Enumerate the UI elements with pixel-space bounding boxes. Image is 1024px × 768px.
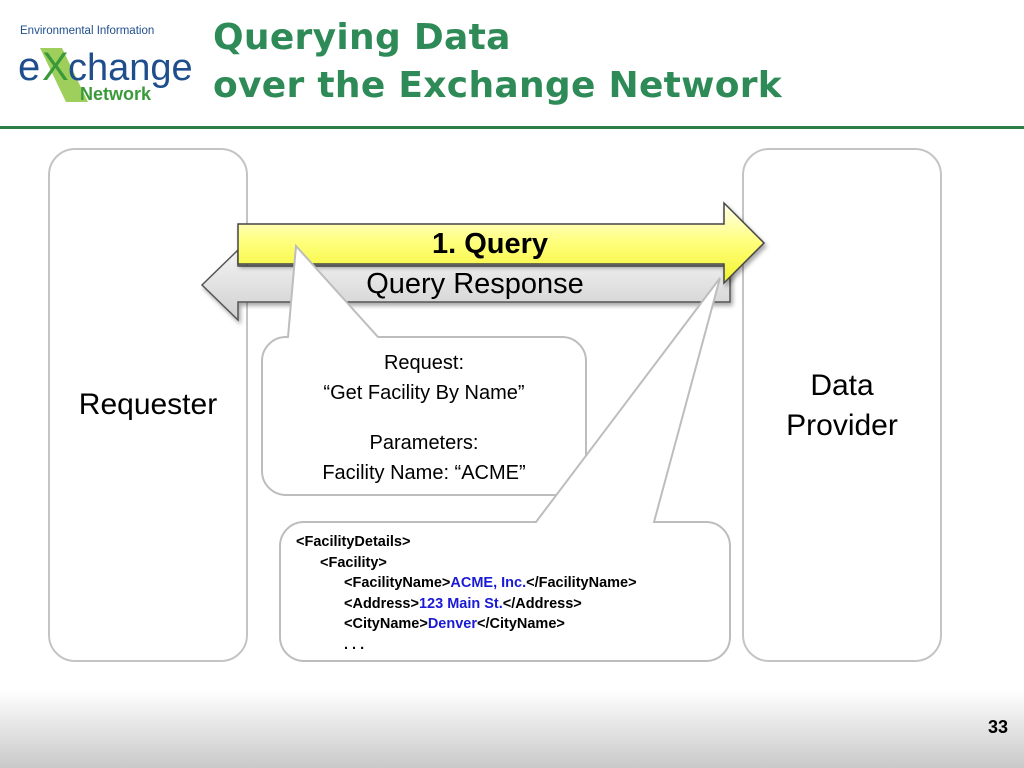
title-line-1: Querying Data bbox=[213, 17, 511, 58]
xml-tag: </CityName> bbox=[477, 616, 565, 632]
xml-line: <FacilityName>ACME, Inc.</FacilityName> bbox=[296, 573, 637, 594]
slide-title: Querying Data over the Exchange Network bbox=[213, 14, 782, 110]
logo-tagline: Environmental Information bbox=[20, 25, 154, 37]
title-divider bbox=[0, 126, 1024, 129]
xml-line: . . . bbox=[344, 636, 365, 653]
request-name: “Get Facility By Name” bbox=[323, 382, 525, 404]
title-line-2: over the Exchange Network bbox=[213, 65, 783, 106]
query-response-label: Query Response bbox=[366, 268, 584, 300]
provider-box bbox=[742, 148, 942, 662]
request-callout-text: Request: “Get Facility By Name” Paramete… bbox=[262, 348, 586, 488]
parameter-value: Facility Name: “ACME” bbox=[322, 462, 526, 484]
requester-box bbox=[48, 148, 248, 662]
parameters-heading: Parameters: bbox=[369, 432, 479, 454]
xml-tag: </Address> bbox=[502, 595, 582, 612]
query-arrow-label: 1. Query bbox=[431, 228, 549, 260]
xml-response-callout bbox=[279, 277, 731, 662]
data-provider-label: Data Provider bbox=[744, 366, 940, 446]
xml-value: ACME, Inc. bbox=[450, 575, 527, 591]
logo-e: e bbox=[18, 45, 40, 89]
provider-label-line-1: Data bbox=[810, 369, 874, 402]
xml-line: <FacilityDetails> bbox=[296, 534, 411, 550]
xml-line: <Facility> bbox=[320, 554, 387, 571]
xml-line: <CityName>Denver</CityName> bbox=[296, 614, 637, 635]
logo-x-stroke bbox=[40, 48, 88, 102]
logo-wordmark: change bbox=[68, 47, 193, 89]
request-heading: Request: bbox=[383, 352, 465, 374]
exchange-network-logo: Environmental Information e X change Net… bbox=[18, 25, 193, 104]
logo-network: Network bbox=[80, 84, 152, 104]
xml-tag: <CityName> bbox=[344, 616, 428, 632]
page-number: 33 bbox=[987, 717, 1008, 737]
provider-label-line-2: Provider bbox=[786, 409, 898, 442]
requester-label: Requester bbox=[78, 388, 218, 421]
logo-x: X bbox=[42, 45, 69, 89]
xml-tag: <FacilityName> bbox=[344, 575, 451, 591]
xml-response-text: <FacilityDetails> <Facility> <FacilityNa… bbox=[296, 532, 637, 655]
xml-value: 123 Main St. bbox=[418, 595, 503, 612]
slide-footer bbox=[0, 690, 1024, 768]
query-arrow bbox=[237, 201, 766, 285]
xml-line: <Address>123 Main St.</Address> bbox=[296, 594, 637, 615]
xml-tag: </FacilityName> bbox=[526, 575, 637, 591]
xml-tag: <Address> bbox=[344, 595, 419, 612]
xml-value: Denver bbox=[427, 616, 477, 632]
